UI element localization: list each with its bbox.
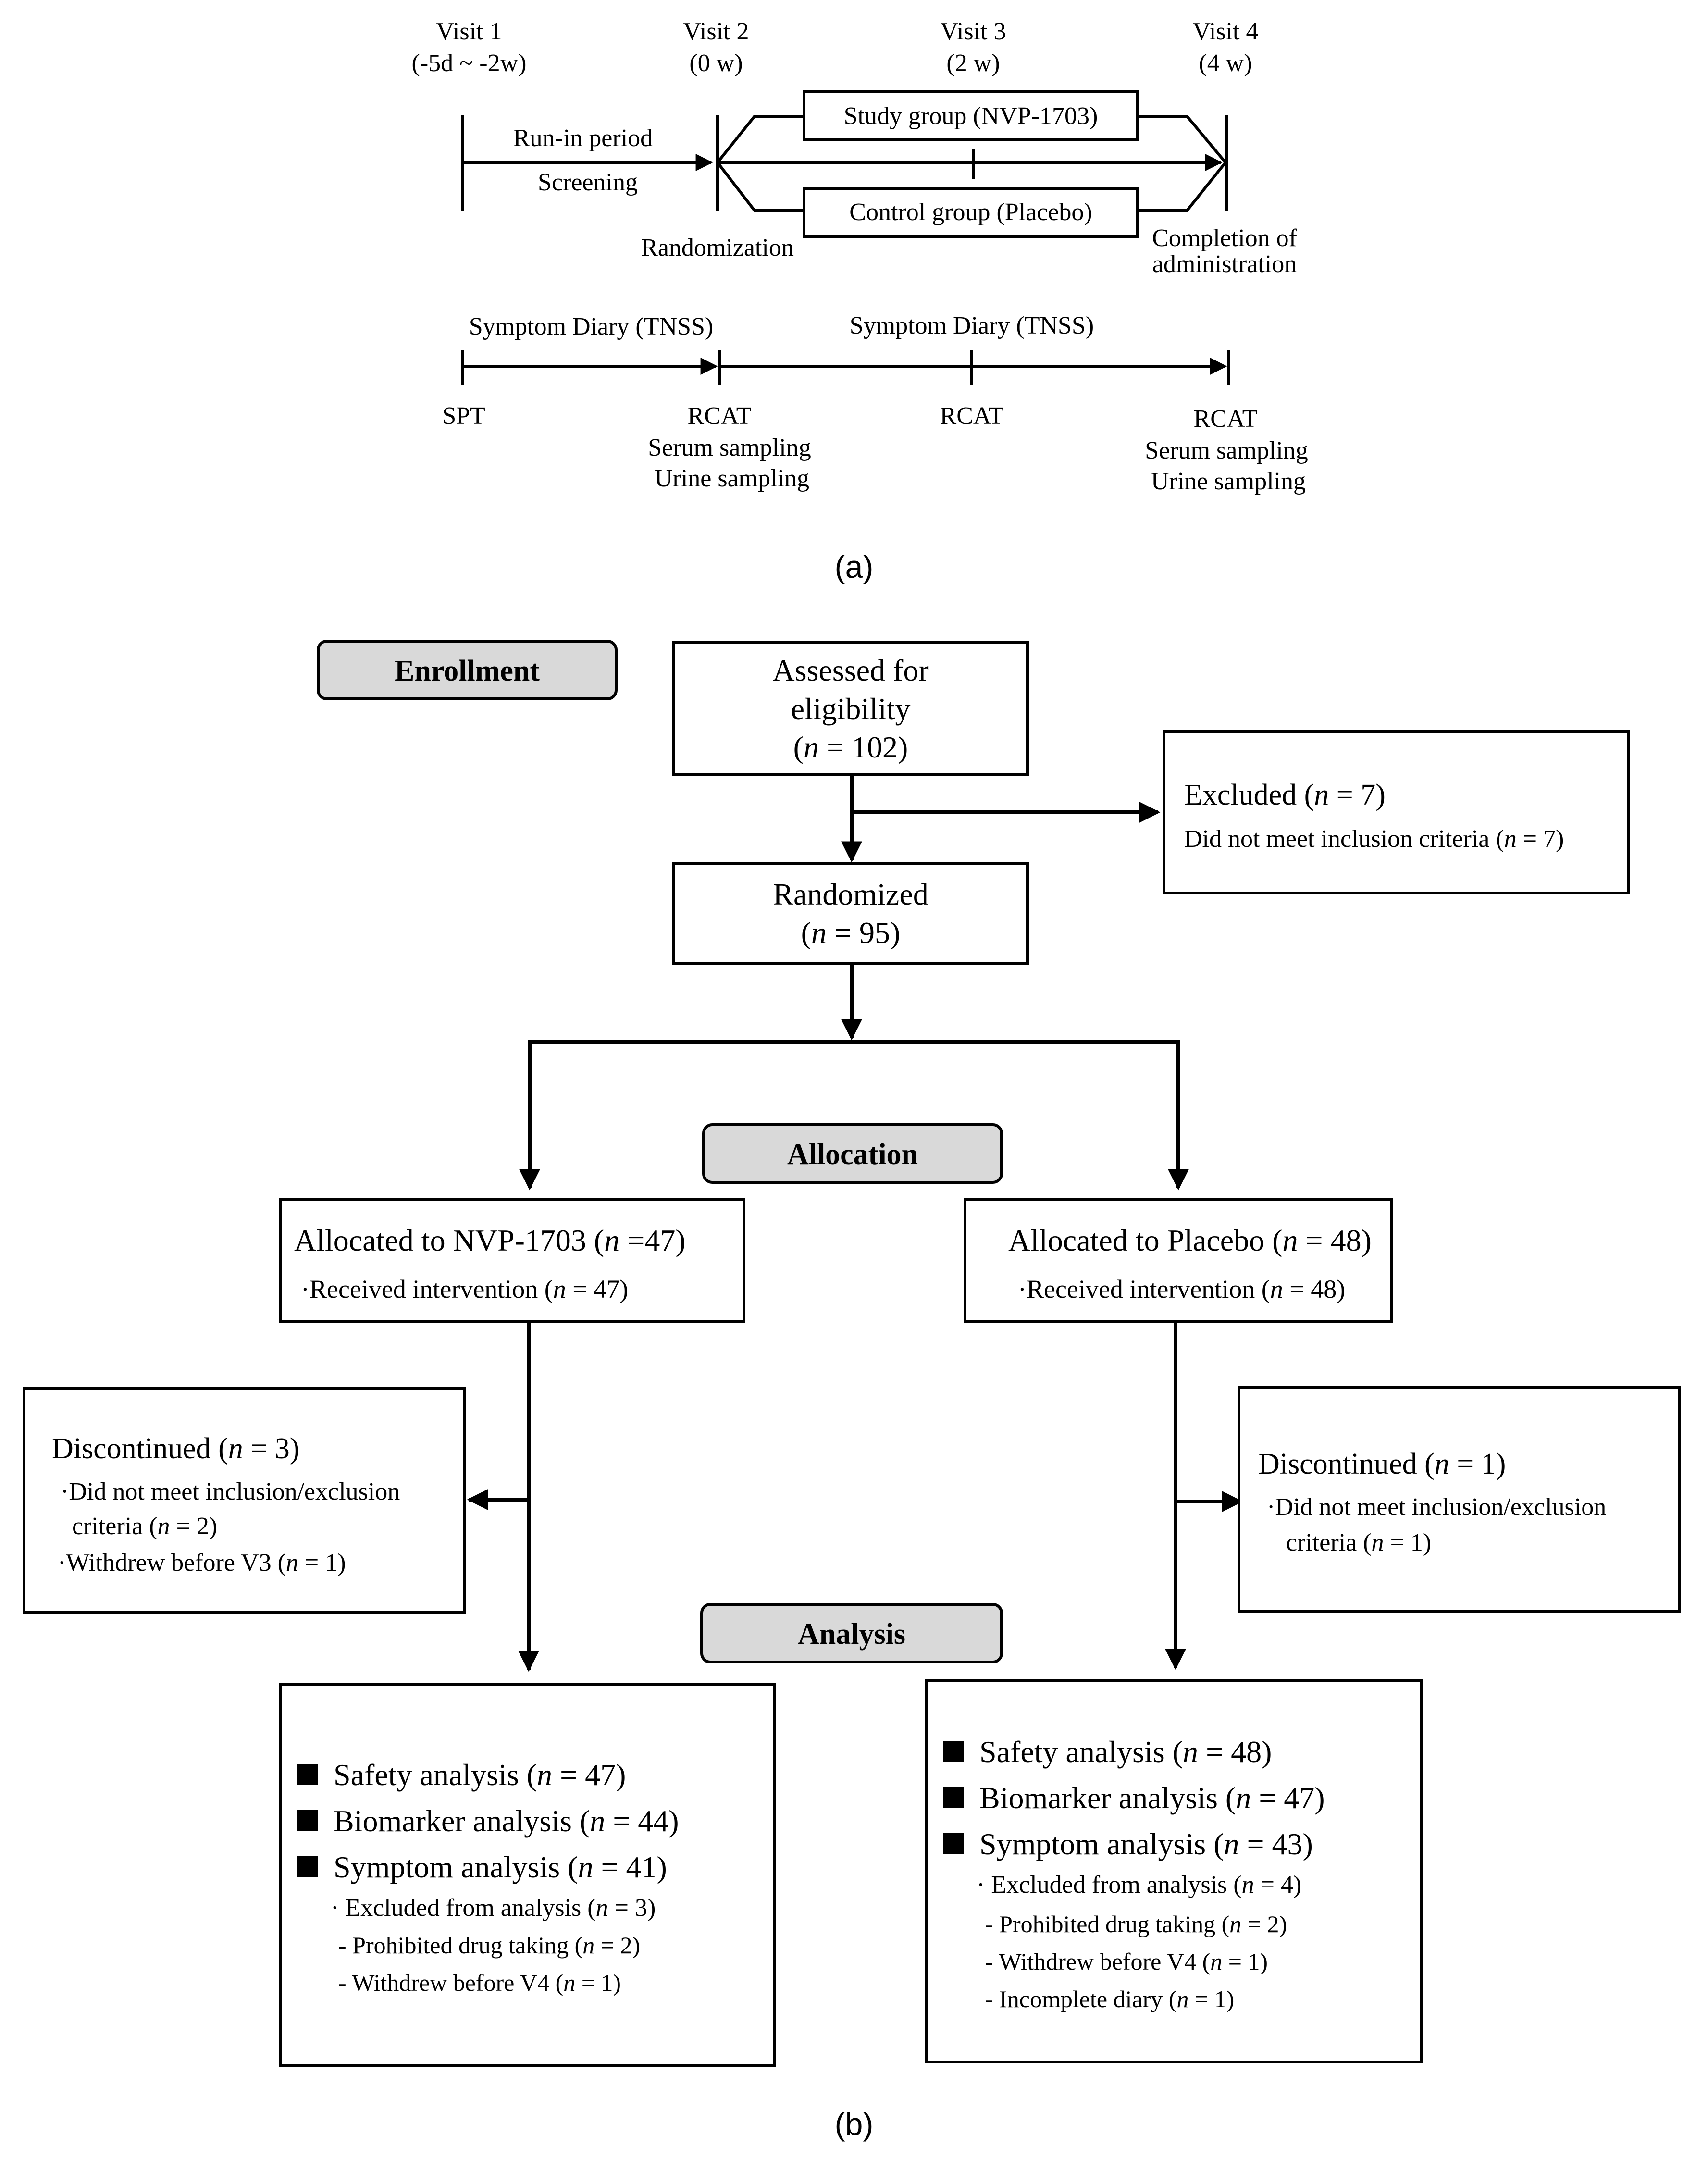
bullet-square-icon (297, 1810, 318, 1831)
excluded-box (1163, 730, 1630, 894)
control-branch-left (716, 161, 803, 212)
assessed-line-1: Assessed for (772, 653, 928, 687)
randomized-title: Randomized (773, 877, 928, 911)
left-excluded-from-analysis: · Excluded from analysis (n = 3) (331, 1894, 656, 1922)
visit-4-label: Visit 4 (1192, 18, 1258, 45)
control-group-label: Control group (Placebo) (849, 199, 1092, 226)
left-symptom-analysis: Symptom analysis (n = 41) (334, 1850, 667, 1884)
discontinued-left-title: Discontinued (n = 3) (52, 1432, 299, 1465)
study-branch-left (716, 115, 803, 163)
panel-a-label: (a) (835, 549, 874, 584)
visit-3-time: (2 w) (946, 50, 1000, 77)
v4-serum: Serum sampling (1145, 437, 1308, 464)
left-prohibited-drug: - Prohibited drug taking (n = 2) (338, 1932, 640, 1959)
screening-label: Screening (538, 169, 638, 196)
panel-a-timeline: Visit 1 (-5d ~ -2w) Visit 2 (0 w) Visit … (412, 18, 1308, 584)
bullet-square-icon (943, 1787, 964, 1808)
randomization-label: Randomization (641, 234, 794, 261)
excluded-title: Excluded (n = 7) (1184, 779, 1386, 811)
v2-urine: Urine sampling (655, 465, 809, 492)
analysis-right-box (925, 1679, 1423, 2063)
completion-line-1: Completion of (1152, 224, 1298, 252)
right-symptom-analysis: Symptom analysis (n = 43) (979, 1827, 1313, 1861)
discontinued-right-reason-2: criteria (n = 1) (1286, 1529, 1431, 1556)
control-branch-right (1139, 161, 1227, 212)
allocation-label: Allocation (787, 1138, 918, 1171)
analysis-pill (700, 1603, 1003, 1663)
placebo-allocation-title: Allocated to Placebo (n = 48) (1008, 1223, 1372, 1257)
panel-b-flowchart: Enrollment Allocation Analysis Assessed … (23, 640, 1681, 2142)
v4-urine: Urine sampling (1151, 468, 1306, 495)
study-group-box (803, 90, 1139, 141)
right-withdrew-before-v4: - Withdrew before V4 (n = 1) (985, 1948, 1268, 1975)
visit-2-time: (0 w) (689, 50, 743, 77)
excluded-reason: Did not meet inclusion criteria (n = 7) (1184, 825, 1564, 853)
visit-2-label: Visit 2 (683, 18, 749, 45)
right-biomarker-analysis: Biomarker analysis (n = 47) (979, 1781, 1325, 1815)
v4-rcat: RCAT (1194, 405, 1258, 433)
left-withdrew-before-v4: - Withdrew before V4 (n = 1) (338, 1969, 621, 1996)
discontinued-left-reason-1: ·Did not meet inclusion/exclusion (61, 1478, 400, 1505)
discontinued-left-reason-2: criteria (n = 2) (72, 1513, 217, 1540)
discontinued-right-box (1238, 1386, 1681, 1613)
assessed-n: (n = 102) (793, 730, 908, 764)
panel-b-label: (b) (835, 2106, 874, 2142)
discontinued-left-reason-3: ·Withdrew before V3 (n = 1) (58, 1549, 346, 1577)
analysis-left-box (279, 1683, 776, 2067)
discontinued-right-reason-1: ·Did not meet inclusion/exclusion (1267, 1493, 1606, 1521)
visit-3-label: Visit 3 (940, 18, 1006, 45)
diary-2-label: Symptom Diary (TNSS) (850, 312, 1094, 339)
placebo-allocation-box (964, 1198, 1393, 1323)
enrollment-label: Enrollment (395, 655, 540, 687)
randomized-box (672, 862, 1029, 965)
right-safety-analysis: Safety analysis (n = 48) (979, 1735, 1272, 1769)
visit-1-label: Visit 1 (436, 18, 502, 45)
left-biomarker-analysis: Biomarker analysis (n = 44) (334, 1804, 679, 1838)
nvp-allocation-box (279, 1198, 745, 1323)
visit-4-time: (4 w) (1199, 50, 1252, 77)
v3-rcat: RCAT (940, 402, 1004, 430)
v2-rcat: RCAT (688, 402, 752, 430)
discontinued-right-title: Discontinued (n = 1) (1258, 1448, 1506, 1480)
analysis-label: Analysis (798, 1618, 905, 1651)
v2-serum: Serum sampling (648, 434, 811, 461)
assessed-box (672, 641, 1029, 776)
bullet-square-icon (297, 1764, 318, 1785)
randomized-n: (n = 95) (801, 916, 901, 950)
assessed-line-2: eligibility (791, 692, 911, 726)
bullet-square-icon (943, 1833, 964, 1854)
visit-1-time: (-5d ~ -2w) (412, 50, 527, 77)
discontinued-left-box (23, 1387, 466, 1614)
study-group-label: Study group (NVP-1703) (844, 102, 1098, 130)
bullet-square-icon (943, 1741, 964, 1762)
right-prohibited-drug: - Prohibited drug taking (n = 2) (985, 1911, 1287, 1937)
run-in-label: Run-in period (513, 124, 653, 152)
allocation-pill (702, 1123, 1003, 1184)
nvp-received: ·Received intervention (n = 47) (301, 1275, 628, 1303)
right-excluded-from-analysis: · Excluded from analysis (n = 4) (977, 1871, 1301, 1899)
control-group-box (803, 187, 1139, 238)
enrollment-pill (317, 640, 618, 700)
right-incomplete-diary: - Incomplete diary (n = 1) (985, 1986, 1234, 2012)
spt-label: SPT (442, 402, 485, 430)
study-branch-right (1139, 115, 1227, 163)
nvp-allocation-title: Allocated to NVP-1703 (n =47) (294, 1223, 686, 1257)
diary-1-label: Symptom Diary (TNSS) (469, 313, 713, 340)
left-safety-analysis: Safety analysis (n = 47) (334, 1758, 626, 1792)
completion-line-2: administration (1152, 250, 1297, 278)
bullet-square-icon (297, 1856, 318, 1877)
placebo-received: ·Received intervention (n = 48) (1018, 1275, 1345, 1303)
